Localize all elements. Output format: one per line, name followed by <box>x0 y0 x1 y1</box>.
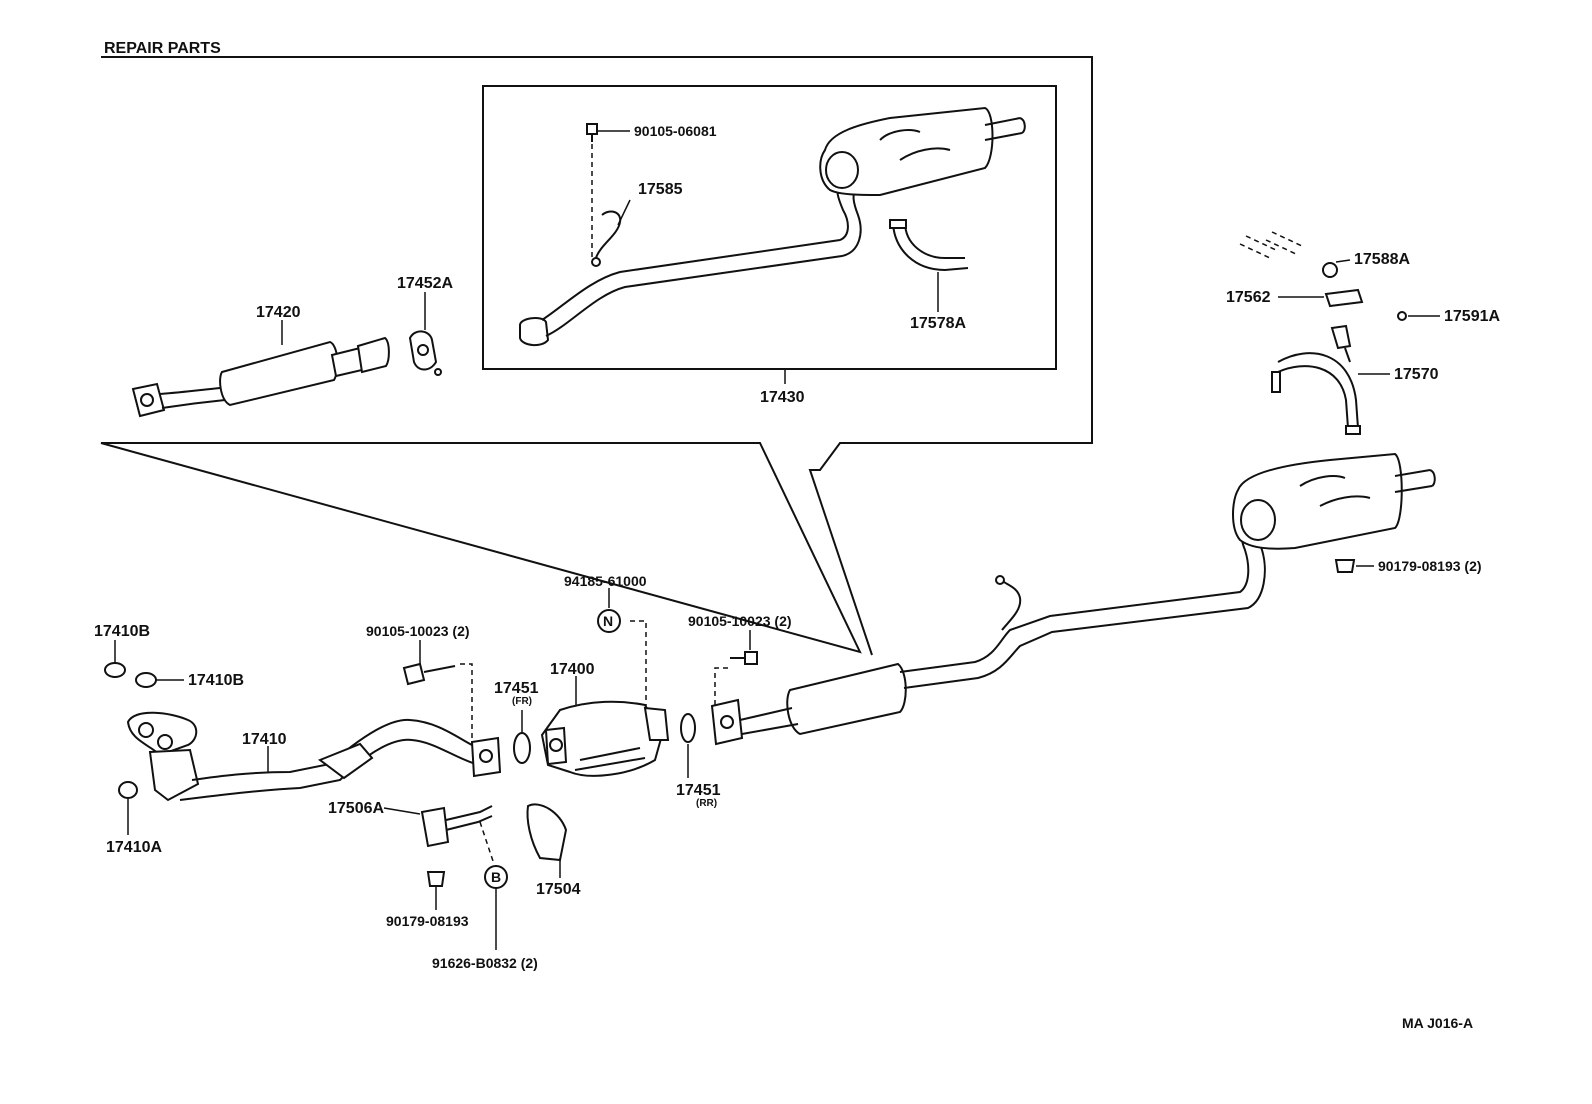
label-90105-10023-2-right: 90105-10023 (2) <box>688 613 792 629</box>
label-17588A: 17588A <box>1354 251 1410 268</box>
part-90105-10023-bolt-left <box>402 662 456 686</box>
part-17410B-gasket-top <box>104 662 126 678</box>
label-90179-08193-2: 90179-08193 (2) <box>1378 558 1482 574</box>
label-17420: 17420 <box>256 304 301 321</box>
label-17504: 17504 <box>536 881 581 898</box>
label-17410B-top: 17410B <box>94 623 150 640</box>
label-91626-B0832-2: 91626-B0832 (2) <box>432 955 538 971</box>
circle-n-text: N <box>603 613 613 629</box>
label-90179-08193: 90179-08193 <box>386 913 469 929</box>
circle-b-text: B <box>491 869 501 885</box>
label-17578A: 17578A <box>910 315 966 332</box>
repair-parts-heading: REPAIR PARTS <box>104 40 221 57</box>
part-17506A-support <box>420 805 493 848</box>
part-17504-insulator <box>526 803 568 862</box>
part-17588A-cushion <box>1322 262 1338 278</box>
part-17578A-strap <box>889 219 969 272</box>
label-17410: 17410 <box>242 731 287 748</box>
part-17410B-gasket-mid <box>135 672 157 688</box>
part-17562-bracket <box>1324 288 1364 308</box>
label-94185-61000: 94185-61000 <box>564 573 647 589</box>
label-fr: (FR) <box>512 696 532 707</box>
part-17400-catalytic-converter <box>540 700 670 777</box>
diagram-code: MA J016-A <box>1402 1015 1473 1031</box>
part-90105-06081-bolt <box>586 123 598 142</box>
label-17451-fr: 17451 <box>494 680 539 697</box>
label-17591A: 17591A <box>1444 308 1500 325</box>
label-17506A: 17506A <box>328 800 384 817</box>
part-90179-08193-nut <box>426 871 446 887</box>
part-90179-08193-nut-right <box>1334 559 1356 573</box>
label-17410B-mid: 17410B <box>188 672 244 689</box>
part-17591A-nut <box>1397 311 1407 321</box>
part-main-tail-pipe <box>739 452 1436 736</box>
part-17585-sensor-wire <box>591 210 622 267</box>
label-90105-10023-2-left: 90105-10023 (2) <box>366 623 470 639</box>
part-17570-hanger <box>1271 324 1361 435</box>
label-17400: 17400 <box>550 661 595 678</box>
part-17451-fr-gasket <box>513 732 531 764</box>
label-17562: 17562 <box>1226 289 1271 306</box>
part-17410A-nut <box>118 781 138 799</box>
label-17585: 17585 <box>638 181 683 198</box>
label-17570: 17570 <box>1394 366 1439 383</box>
part-17452A-clamp <box>408 330 442 376</box>
assembly-17430-box <box>482 85 1057 370</box>
label-rr: (RR) <box>696 798 717 809</box>
circle-n-marker <box>597 609 621 633</box>
label-17452A: 17452A <box>397 275 453 292</box>
part-17451-rr-gasket <box>680 713 696 743</box>
repair-parts-box <box>100 56 1093 656</box>
part-studs <box>1239 231 1303 259</box>
label-17410A: 17410A <box>106 839 162 856</box>
part-90105-10023-bolt-right <box>730 651 758 665</box>
label-17430: 17430 <box>760 389 805 406</box>
part-main-sensor-wire <box>995 575 1022 631</box>
part-17430-tail-pipe <box>519 106 1026 346</box>
part-17420-front-pipe <box>131 336 390 418</box>
label-90105-06081: 90105-06081 <box>634 123 717 139</box>
label-17451-rr: 17451 <box>676 782 721 799</box>
part-17410-front-pipe <box>126 711 502 802</box>
